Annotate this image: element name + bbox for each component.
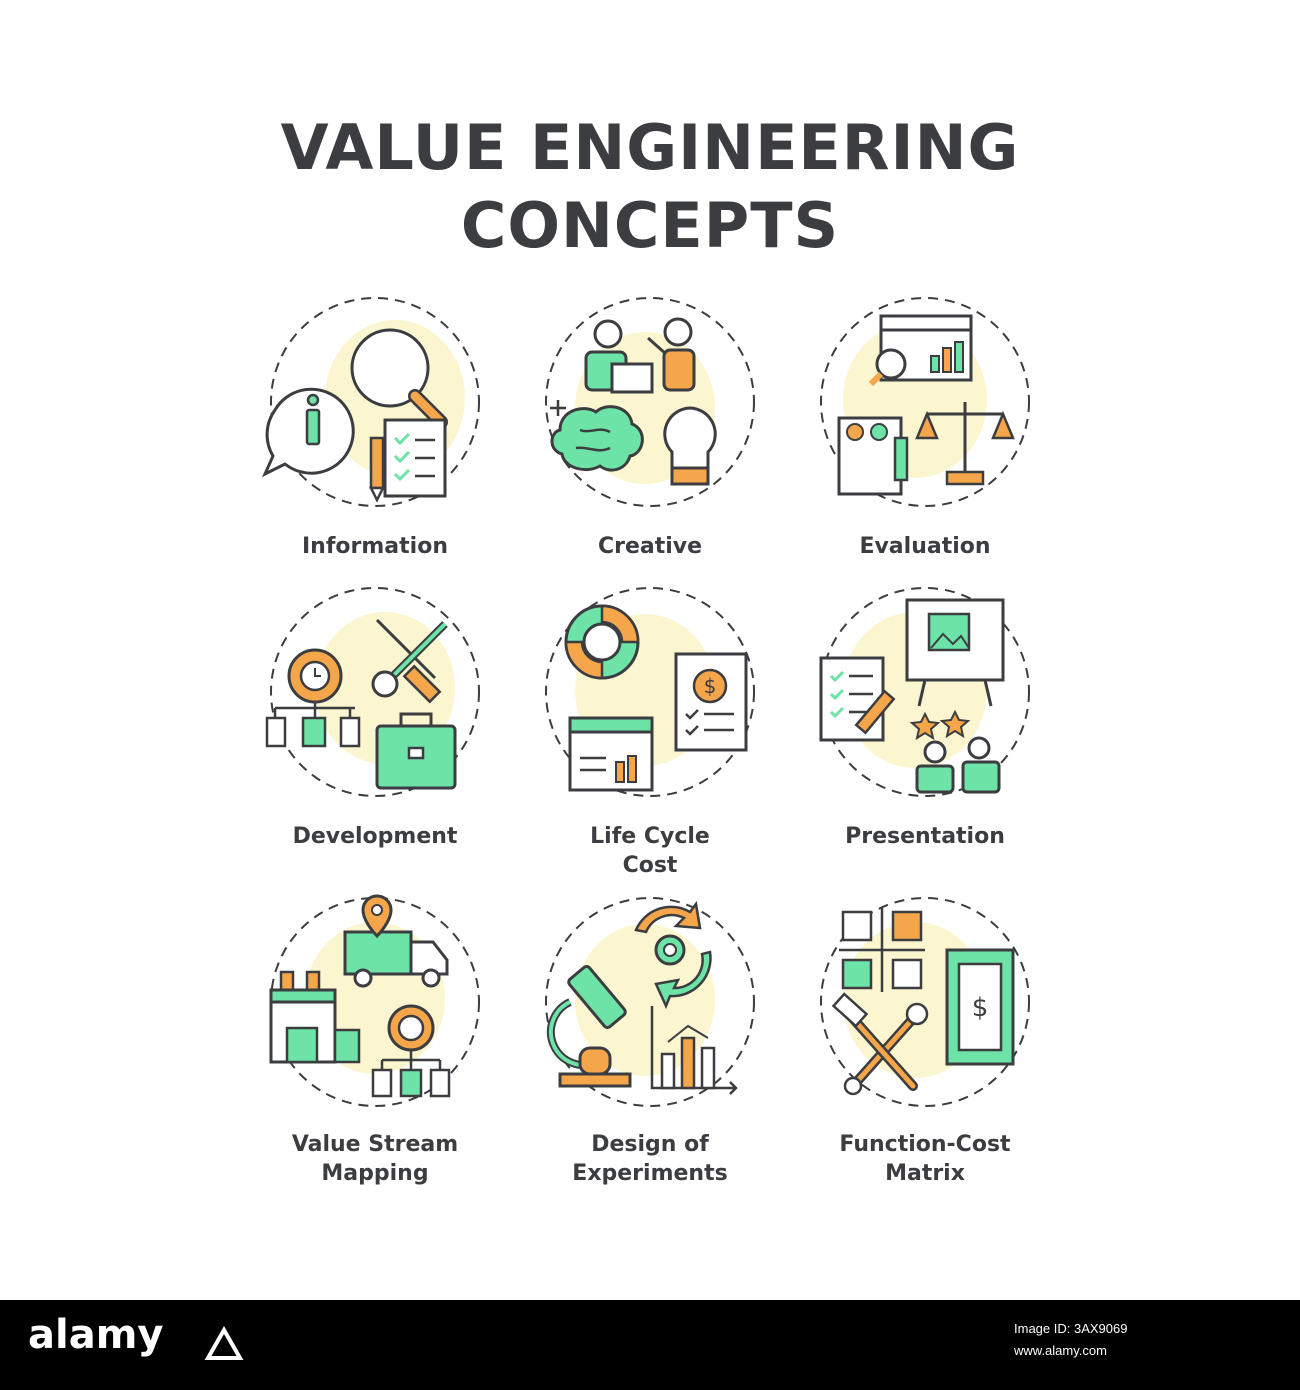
function-cost-matrix-tile: $ bbox=[795, 890, 1055, 1150]
development-icon bbox=[265, 587, 480, 797]
alamy-logo-icon bbox=[204, 1325, 244, 1360]
design-of-experiments-tile bbox=[520, 890, 780, 1150]
development-tile bbox=[245, 580, 505, 840]
life-cycle-cost-tile: $ bbox=[520, 580, 780, 840]
presentation-icon bbox=[819, 587, 1030, 797]
life-cycle-cost-label: Life Cycle Cost bbox=[590, 824, 710, 878]
image-id-text: Image ID: 3AX9069 bbox=[1014, 1321, 1128, 1336]
svg-text:$: $ bbox=[972, 993, 989, 1023]
footer-url: www.alamy.com bbox=[1014, 1343, 1107, 1358]
information-label: Information bbox=[302, 534, 448, 559]
presentation-label: Presentation bbox=[845, 824, 1005, 849]
evaluation-tile bbox=[795, 290, 1055, 550]
value-stream-mapping-icon bbox=[269, 894, 480, 1107]
information-tile bbox=[245, 290, 505, 550]
creative-label: Creative bbox=[597, 534, 703, 559]
information-icon bbox=[261, 297, 480, 507]
value-stream-mapping-label: Value Stream Mapping bbox=[291, 1132, 459, 1186]
page-title-line-1: VALUE ENGINEERING bbox=[280, 111, 1020, 184]
value-stream-mapping-tile bbox=[245, 890, 505, 1150]
creative-tile bbox=[520, 290, 780, 550]
evaluation-label: Evaluation bbox=[859, 534, 991, 559]
design-of-experiments-icon bbox=[545, 897, 755, 1107]
svg-text:$: $ bbox=[704, 674, 717, 698]
presentation-tile bbox=[795, 580, 1055, 840]
creative-icon bbox=[545, 297, 755, 507]
design-of-experiments-label: Design of Experiments bbox=[572, 1132, 728, 1186]
function-cost-matrix-icon: $ bbox=[820, 897, 1030, 1107]
function-cost-matrix-label: Function-Cost Matrix bbox=[839, 1132, 1011, 1186]
page-title-line-2: CONCEPTS bbox=[460, 189, 840, 262]
life-cycle-cost-icon: $ bbox=[545, 587, 755, 797]
development-label: Development bbox=[292, 824, 458, 849]
evaluation-icon bbox=[820, 297, 1030, 507]
brand-logo: alamy bbox=[28, 1312, 164, 1358]
